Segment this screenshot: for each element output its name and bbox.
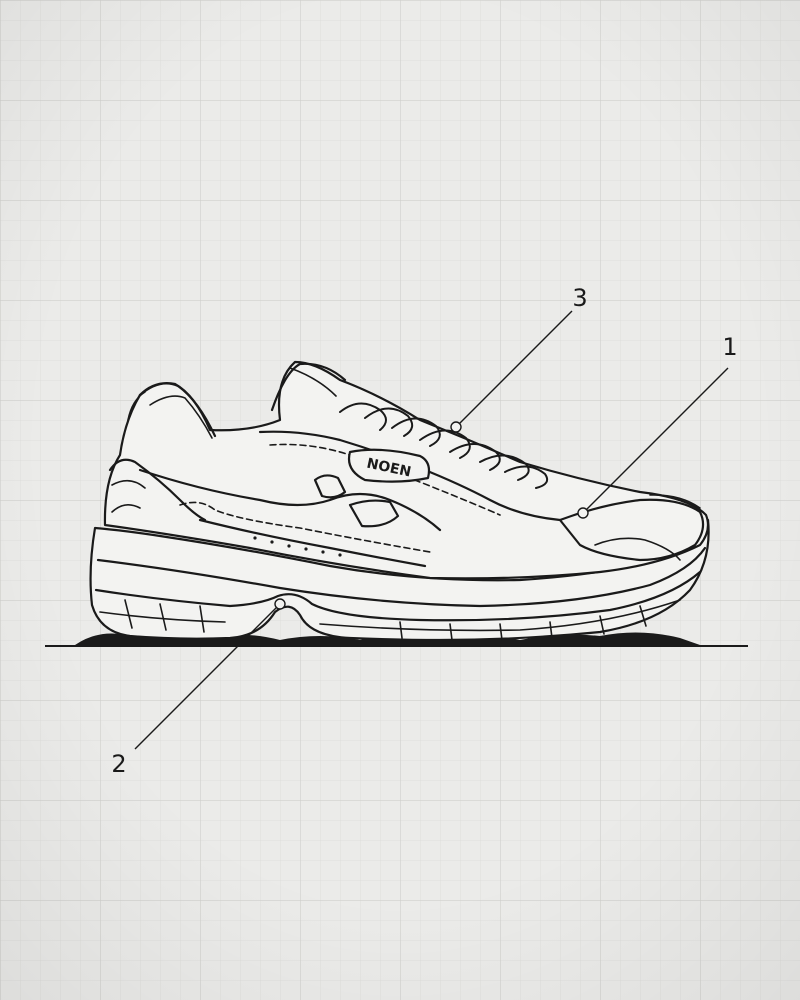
callout-2-label: 2 [111, 750, 126, 778]
callout-2-anchor [274, 598, 286, 610]
callout-3-leader [455, 310, 573, 428]
callout-1-anchor [577, 507, 589, 519]
callout-1-leader [582, 367, 729, 514]
shoe-illustration [89, 360, 710, 642]
callout-1-label: 1 [722, 333, 737, 361]
callout-3-label: 3 [572, 284, 587, 312]
callout-3-anchor [450, 421, 462, 433]
callout-2-leader [134, 603, 281, 750]
midsole [89, 518, 710, 642]
callout-leaders [134, 310, 729, 750]
